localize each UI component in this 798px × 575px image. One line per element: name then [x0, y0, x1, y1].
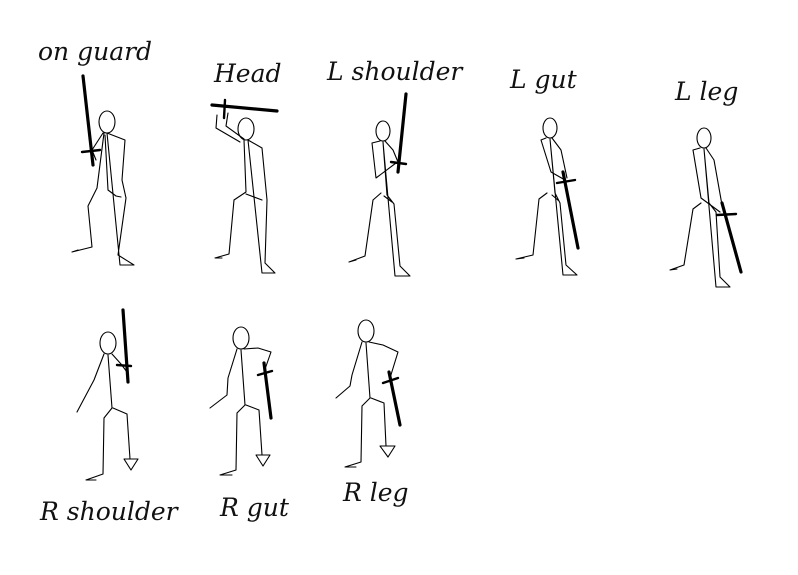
sword [121, 308, 130, 384]
sword [396, 92, 408, 174]
sword-guard [115, 363, 133, 368]
figure-head-cut [210, 98, 279, 274]
figure-head [696, 127, 712, 149]
figure-on-guard [71, 74, 135, 266]
figure-body [76, 353, 139, 481]
sword [210, 103, 279, 113]
label-l-gut: L gut [509, 65, 578, 94]
figure-head [232, 326, 250, 350]
figure-body [209, 347, 272, 476]
figure-body [214, 112, 276, 274]
label-head: Head [213, 59, 282, 88]
sword-guard [389, 160, 408, 166]
figure-body [348, 140, 411, 277]
figure-r-shoulder [76, 308, 139, 481]
figure-r-gut [209, 326, 274, 476]
figure-r-leg [335, 319, 402, 468]
label-l-leg: L leg [674, 77, 738, 106]
sword [561, 170, 580, 250]
figure-l-shoulder [348, 92, 411, 277]
sword-guard [256, 369, 274, 377]
label-r-shoulder: R shoulder [39, 497, 180, 526]
figure-head [98, 110, 116, 134]
sword-guard [555, 178, 577, 185]
figure-body [515, 137, 578, 276]
sword-guard [222, 98, 227, 120]
label-l-shoulder: L shoulder [326, 57, 464, 86]
figure-l-leg [669, 127, 743, 288]
figure-head [99, 331, 117, 355]
figure-head [375, 120, 391, 142]
figure-head [237, 117, 255, 141]
figure-body [669, 147, 731, 288]
figure-body [335, 341, 399, 468]
sword-guard [715, 212, 738, 217]
label-on-guard: on guard [38, 37, 152, 66]
sword-guard [80, 148, 102, 154]
sword-guard [381, 376, 400, 385]
figure-head [357, 319, 375, 343]
label-r-gut: R gut [219, 493, 290, 522]
figure-l-gut [515, 117, 580, 276]
figure-head [542, 117, 558, 139]
label-r-leg: R leg [342, 478, 409, 507]
